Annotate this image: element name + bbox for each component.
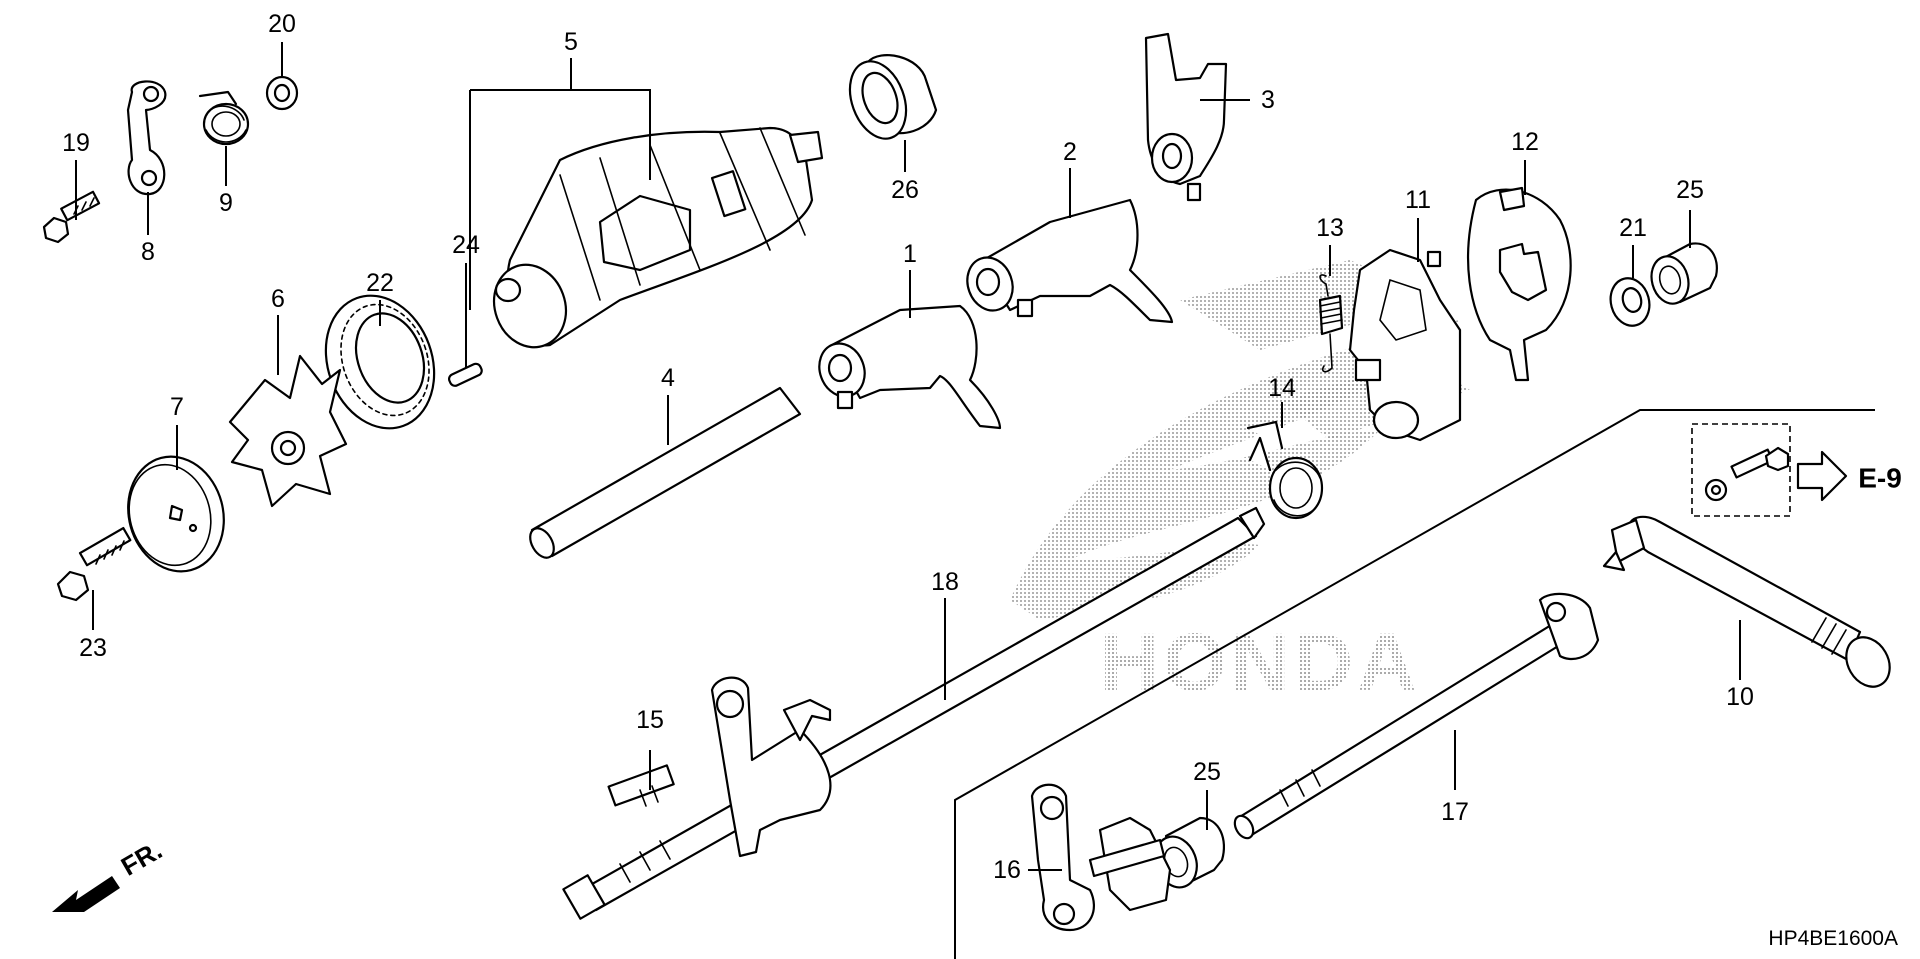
callout-16: 16 [993, 856, 1021, 884]
callout-23: 23 [79, 634, 107, 662]
callout-24: 24 [452, 231, 480, 259]
part-17-shift-arm-shaft [1233, 592, 1600, 840]
callout-14: 14 [1268, 374, 1296, 402]
callout-26: 26 [891, 176, 919, 204]
honda-text-watermark: HONDA [1100, 617, 1421, 708]
part-3-shift-fork [1144, 32, 1228, 202]
part-10-gearshift-spindle [1602, 515, 1891, 688]
part-8-stopper-arm [126, 80, 167, 196]
callout-20: 20 [268, 10, 296, 38]
e9-reference-label: E-9 [1858, 463, 1902, 494]
callout-2: 2 [1063, 138, 1077, 166]
part-22-bearing [324, 294, 436, 430]
callout-25-bottom: 25 [1193, 758, 1221, 786]
part-12-gear-plate [1467, 186, 1572, 382]
part-24-pin [448, 362, 483, 387]
callout-7: 7 [170, 393, 184, 421]
part-6-star-cam [228, 354, 348, 508]
front-arrow-icon [52, 876, 120, 912]
part-5-shift-drum [493, 126, 824, 349]
callout-5: 5 [564, 28, 578, 56]
callout-11: 11 [1405, 186, 1431, 214]
callout-1: 1 [903, 240, 917, 268]
part-20-washer [265, 75, 299, 111]
e9-arrow [1796, 450, 1848, 502]
callout-18: 18 [931, 568, 959, 596]
callout-9: 9 [219, 189, 233, 217]
leader-lines [75, 42, 1741, 871]
callout-10: 10 [1726, 683, 1754, 711]
part-2-shift-fork [966, 198, 1174, 324]
callout-3: 3 [1261, 86, 1275, 114]
part-9-return-spring [198, 90, 250, 146]
callout-4: 4 [661, 364, 675, 392]
part-13-spring [1318, 274, 1344, 373]
diagram-code: HP4BE1600A [1768, 927, 1898, 950]
part-25-bearing-top [1650, 242, 1718, 305]
part-7-plate [127, 455, 225, 573]
callout-8: 8 [141, 238, 155, 266]
part-23-bolt [56, 526, 132, 602]
part-26-needle-bearing [848, 54, 938, 140]
callout-13: 13 [1316, 214, 1344, 242]
part-1-shift-fork [818, 304, 1002, 430]
part-14-spring [1246, 420, 1324, 520]
callout-12: 12 [1511, 128, 1539, 156]
callout-labels: 1 2 3 4 5 6 7 8 9 10 11 12 13 14 15 16 1… [62, 10, 1754, 884]
part-15-stud [607, 764, 675, 807]
part-16-shift-arm [1030, 783, 1172, 932]
part-4-fork-shaft [529, 386, 802, 559]
callout-19: 19 [62, 129, 90, 157]
front-marker-label: FR. [116, 835, 167, 882]
part-18-shift-shaft [562, 506, 1266, 920]
part-19-bolt [42, 190, 101, 244]
part-11-stopper-plate [1348, 248, 1462, 442]
callout-21: 21 [1619, 214, 1647, 242]
callout-17: 17 [1441, 798, 1469, 826]
part-21-washer [1609, 277, 1651, 327]
callout-6: 6 [271, 285, 285, 313]
e9-reference-box [1691, 423, 1791, 517]
section-divider [954, 409, 1875, 959]
callout-22: 22 [366, 269, 394, 297]
callout-15: 15 [636, 706, 664, 734]
callout-25-top: 25 [1676, 176, 1704, 204]
